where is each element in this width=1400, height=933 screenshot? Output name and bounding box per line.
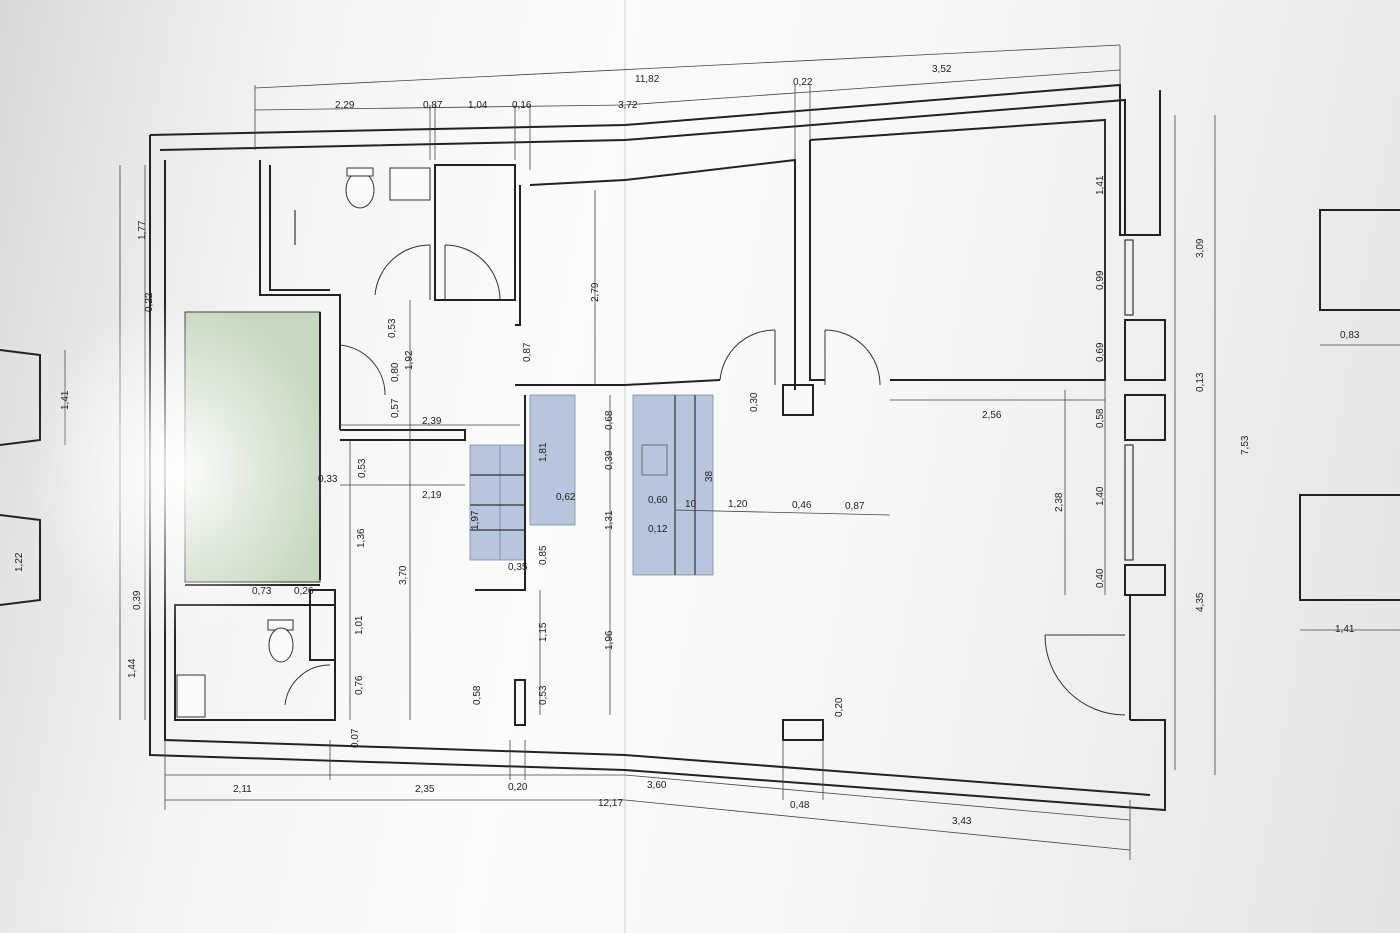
dimension-labels: 11,82 2,29 0,87 1,04 0,16 3,72 0,22 3,52…: [14, 64, 1360, 827]
staircase-right: [632, 394, 714, 576]
dim-int-aj: 0,87: [845, 501, 865, 512]
dim-top-7: 3,52: [932, 64, 952, 75]
sink-icon-lower: [176, 674, 206, 718]
dim-bottom-5: 0,48: [790, 800, 810, 811]
dim-int-r: 1,97: [470, 510, 481, 530]
staircase-middle: [529, 394, 576, 526]
windows-right: [1124, 239, 1134, 561]
staircase-left: [469, 444, 526, 561]
dim-int-y: 0,58: [472, 685, 483, 705]
dim-int-t: 1,81: [538, 442, 549, 462]
dim-top-1: 2,29: [335, 100, 355, 111]
dim-side-right-top: 0,83: [1340, 330, 1360, 341]
dim-int-ai: 0,46: [792, 500, 812, 511]
bottom-dimension-lines: [164, 740, 1131, 860]
dim-left-5: 0,39: [132, 590, 143, 610]
dim-right-1: 3,09: [1195, 238, 1206, 258]
top-dimension-lines: [254, 44, 1121, 170]
dim-int-n: 0,76: [354, 675, 365, 695]
dim-win-2: 0,99: [1095, 270, 1106, 290]
dim-int-q: 0,26: [294, 586, 314, 597]
dim-int-x: 0,53: [538, 685, 549, 705]
dim-win-4: 0,58: [1095, 408, 1106, 428]
dim-bottom-1: 2,11: [233, 784, 252, 795]
dim-int-am: 0,20: [834, 697, 845, 717]
dim-int-k: 1,36: [356, 528, 367, 548]
dim-side-right-bottom: 1,41: [1335, 624, 1355, 635]
dim-int-ab: 1,31: [604, 510, 615, 530]
dim-win-5: 1,40: [1095, 486, 1106, 506]
dim-bottom-2: 2,35: [415, 784, 435, 795]
dim-int-g: 2,39: [422, 416, 442, 427]
dim-int-ah: 1,20: [728, 499, 748, 510]
toilet-tank-icon: [346, 167, 374, 177]
dim-int-i: 0,53: [357, 458, 368, 478]
dim-left-2: 0,22: [144, 292, 155, 312]
dim-top-overall: 11,82: [635, 74, 660, 85]
side-blocks: [0, 209, 1400, 631]
dim-int-w: 1,15: [538, 622, 549, 642]
dim-top-3: 1,04: [468, 100, 488, 111]
dim-bottom-6: 3,43: [952, 816, 972, 827]
dim-int-m: 1,01: [354, 615, 365, 635]
dim-int-p: 0,73: [252, 586, 272, 597]
dim-win-6: 0,40: [1095, 568, 1106, 588]
dim-left-3: 1,41: [60, 390, 71, 410]
dim-int-u: 0,62: [556, 492, 576, 503]
dim-int-ag: 38: [704, 470, 715, 482]
dim-win-1: 1,41: [1095, 175, 1106, 195]
dim-int-a: 2,79: [590, 282, 601, 302]
dim-left-1: 1,77: [137, 220, 148, 240]
dim-int-d: 1,92: [404, 350, 415, 370]
dim-bottom-overall: 12,17: [598, 798, 623, 809]
dim-int-al: 0,30: [749, 392, 760, 412]
door-swings: [284, 244, 1126, 716]
dim-int-e: 0,80: [390, 362, 401, 382]
dim-right-2: 0,13: [1195, 372, 1206, 392]
dim-int-ac: 1,96: [604, 630, 615, 650]
dim-int-h: 0,33: [318, 474, 338, 485]
dim-left-4: 1,22: [14, 552, 25, 572]
dim-int-aa: 0,39: [604, 450, 615, 470]
dim-int-c: 0,53: [387, 318, 398, 338]
dim-int-s: 0,35: [508, 562, 528, 573]
interior-walls: [174, 118, 1131, 741]
dim-int-af: 10: [685, 499, 697, 510]
side-dimension-lines: [119, 115, 1216, 775]
dim-top-2: 0,87: [423, 100, 443, 111]
dim-int-z: 0,68: [604, 410, 615, 430]
dim-int-ae: 0,12: [648, 524, 668, 535]
dim-int-f: 0,57: [390, 398, 401, 418]
dim-right-3: 4,35: [1195, 592, 1206, 612]
dim-bottom-4: 3,60: [647, 780, 667, 791]
dim-int-o: 0,07: [350, 728, 361, 748]
dim-right-overall: 7,53: [1240, 435, 1251, 455]
dim-int-j: 2,19: [422, 490, 442, 501]
dim-int-ad: 0,60: [648, 495, 668, 506]
photo-glare: [30, 300, 330, 640]
dim-top-5: 3,72: [618, 100, 638, 111]
dim-int-b: 0,87: [522, 342, 533, 362]
toilet-icon: [345, 171, 375, 209]
dim-right-h1: 2,38: [1054, 492, 1065, 512]
dim-top-4: 0,16: [512, 100, 532, 111]
dim-bottom-3: 0,20: [508, 782, 528, 793]
sink-icon: [389, 167, 431, 201]
dim-left-6: 1,44: [127, 658, 138, 678]
bathroom-fixtures: [176, 167, 431, 718]
dim-int-v: 0,85: [538, 545, 549, 565]
dim-win-3: 0,69: [1095, 342, 1106, 362]
dim-int-ak: 2,56: [982, 410, 1002, 421]
dim-int-l: 3,70: [398, 565, 409, 585]
dim-top-6: 0,22: [793, 77, 813, 88]
